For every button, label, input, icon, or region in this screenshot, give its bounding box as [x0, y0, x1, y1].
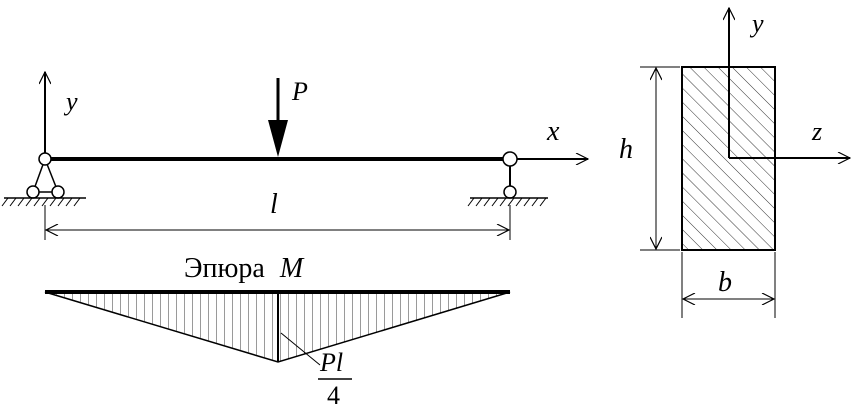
beam-x-axis-label: x — [546, 116, 560, 147]
width-dimension — [681, 252, 776, 318]
width-label: b — [718, 267, 732, 298]
span-dimension — [44, 205, 511, 240]
section-z-axis-label: z — [811, 117, 822, 146]
right-roller-support — [467, 151, 548, 207]
height-label: h — [619, 134, 633, 165]
section-y-axis-label: y — [749, 9, 764, 38]
moment-diagram-word: Эпюра — [184, 253, 265, 284]
load-label: P — [291, 77, 308, 106]
max-moment-denominator: 4 — [327, 381, 340, 410]
svg-text:Эпюра M: Эпюра M — [184, 253, 305, 284]
beam-y-axis-label: y — [63, 87, 78, 116]
moment-diagram — [44, 290, 511, 366]
max-moment-numerator: Pl — [319, 348, 343, 377]
span-label: l — [270, 189, 278, 220]
load-arrow — [268, 78, 288, 157]
height-dimension — [640, 66, 680, 251]
max-moment-label: Pl 4 — [318, 348, 352, 410]
moment-diagram-symbol: M — [279, 253, 305, 284]
moment-diagram-title: Эпюра M — [184, 253, 305, 284]
left-pinned-support — [1, 152, 86, 207]
